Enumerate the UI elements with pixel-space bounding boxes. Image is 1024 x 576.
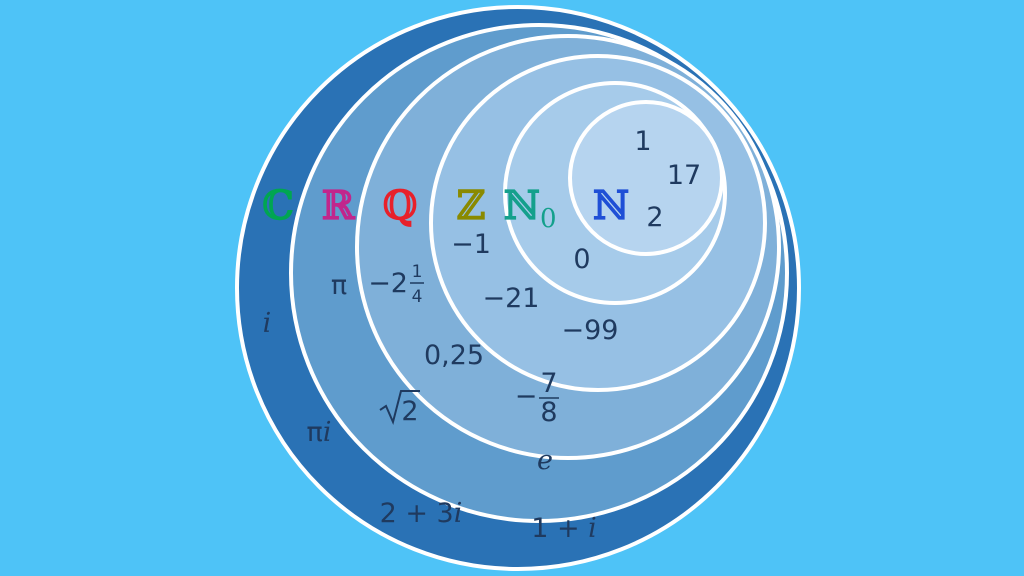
rational-decimal: 0,25 xyxy=(424,340,484,371)
complex-element-i: i xyxy=(263,308,272,339)
integer-set-label: ℤ xyxy=(456,182,485,229)
rational-set-label: ℚ xyxy=(383,182,418,229)
complex-element-2-plus-3i: 2 + 3i xyxy=(380,498,463,529)
natural-element-17: 17 xyxy=(667,160,701,191)
svg-text:−2: −2 xyxy=(368,268,408,299)
natural0-element-0: 0 xyxy=(573,244,590,275)
natural0-set-label: ℕ0 xyxy=(503,182,556,234)
natural-element-2: 2 xyxy=(646,202,663,233)
svg-text:8: 8 xyxy=(540,397,557,428)
svg-text:−: − xyxy=(515,381,538,412)
rational-fraction: − 7 8 xyxy=(515,368,559,428)
real-element-sqrt2: 2 xyxy=(379,390,420,427)
natural-set-label: ℕ xyxy=(593,182,630,229)
complex-element-1-plus-i: 1 + i xyxy=(531,513,597,544)
real-set-label: ℝ xyxy=(321,182,356,229)
rational-mixed-number: −2 1 4 xyxy=(368,262,424,307)
integer-element-minus-1: −1 xyxy=(451,229,491,260)
complex-set-label: ℂ xyxy=(262,182,294,229)
svg-text:2: 2 xyxy=(401,396,418,427)
svg-text:1: 1 xyxy=(412,262,423,282)
real-element-e: e xyxy=(537,445,553,476)
integer-element-minus-21: −21 xyxy=(483,283,540,314)
complex-element-pi-i: πi xyxy=(307,417,332,448)
real-element-pi: π xyxy=(331,270,347,301)
integer-element-minus-99: −99 xyxy=(562,315,619,346)
natural-element-1: 1 xyxy=(634,126,651,157)
natural0-subscript: 0 xyxy=(540,204,557,234)
natural-numbers-circle xyxy=(568,100,724,256)
svg-text:7: 7 xyxy=(540,368,557,399)
svg-text:4: 4 xyxy=(412,287,423,307)
